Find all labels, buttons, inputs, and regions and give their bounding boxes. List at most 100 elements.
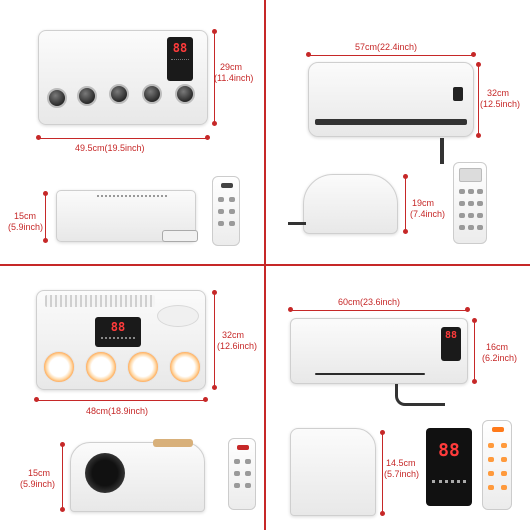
knob-4 [142,84,162,104]
ac-split-unit: 88 [290,318,468,384]
remote-button [245,471,251,476]
knob-5 [175,84,195,104]
remote-button [234,459,240,464]
remote-button [218,197,224,202]
ac-split-side [303,174,398,234]
dim-width: 60cm(23.6inch) [338,297,401,307]
dim-line-height [476,62,481,138]
ac-split-side [290,428,376,516]
remote-screen [459,168,482,182]
fan-opening [85,453,125,493]
dim-line-width [306,52,476,57]
dim-side-height-inch: (7.4inch) [410,209,446,219]
remote-button [459,225,465,230]
remote-button [501,443,507,448]
remote-control [212,176,240,246]
panel-buttons [101,337,135,342]
knob-1 [43,351,75,383]
remote-button [459,201,465,206]
remote-button [488,457,494,462]
remote-button [218,209,224,214]
remote-button [234,483,240,488]
display-digits: 88 [110,320,126,334]
dim-side-height-inch: (5.9inch) [20,479,56,489]
remote-button [501,457,507,462]
remote-button [245,483,251,488]
dim-width: 49.5cm(19.5inch) [75,143,145,153]
oval-badge [157,305,199,327]
panel-buttons [171,59,189,73]
dim-side-height-cm: 19cm [412,198,435,208]
side-cable [288,222,306,225]
remote-button [229,197,235,202]
dim-side-height-inch: (5.7inch) [384,469,420,479]
remote-button [477,201,483,206]
dim-height-cm: 32cm [487,88,510,98]
wired-controller: 88 [426,428,472,506]
display-strip [453,87,463,101]
remote-button [488,443,494,448]
ac-split-unit [308,62,474,137]
dim-line-height [472,318,477,384]
remote-control [453,162,487,244]
dim-height-cm: 16cm [486,342,509,352]
controller-buttons [432,480,466,490]
remote-button [237,445,249,450]
remote-button [477,225,483,230]
dim-width: 48cm(18.9inch) [86,406,149,416]
display-digits: 88 [172,41,188,55]
controller-digits: 88 [438,440,460,461]
remote-button [468,213,474,218]
dim-line-width [34,397,208,402]
knob-4 [169,351,201,383]
dim-line-width [288,307,470,312]
dim-height-inch: (6.2inch) [482,353,518,363]
dim-side-height-inch: (5.9inch) [8,222,44,232]
remote-button [221,183,233,188]
remote-button [488,471,494,476]
dim-line-width [36,135,210,140]
dim-line-height [212,29,217,126]
control-panel: 88 [441,327,461,361]
knob-3 [109,84,129,104]
remote-button [501,471,507,476]
remote-button [234,471,240,476]
connector-cable [162,230,198,242]
display-digits: 88 [444,330,458,341]
knob-1 [47,88,67,108]
remote-button [459,189,465,194]
horizontal-divider [0,264,530,266]
remote-button [218,221,224,226]
remote-button [477,213,483,218]
remote-button [492,427,504,432]
knob-3 [127,351,159,383]
dim-line-side-height [380,430,385,516]
top-vent [153,439,193,447]
ac-unit-front: 88 [36,290,206,390]
dim-side-height-cm: 14.5cm [386,458,416,468]
remote-button [229,209,235,214]
remote-control [482,420,512,510]
remote-button [468,201,474,206]
remote-button [477,189,483,194]
hanging-cable [440,138,444,164]
top-grille [45,295,155,307]
dim-height-cm: 32cm [222,330,245,340]
remote-button [488,485,494,490]
top-vents [97,195,167,199]
remote-button [229,221,235,226]
outlet-slot [315,119,467,125]
dim-height-inch: (11.4inch) [214,73,254,83]
dim-line-side-height [43,191,48,243]
dim-line-side-height [60,442,65,512]
ac-unit-front: 88 [38,30,208,125]
remote-button [468,225,474,230]
outlet-slot [315,373,425,375]
remote-button [245,459,251,464]
dim-height-cm: 29cm [220,62,243,72]
remote-button [468,189,474,194]
remote-button [501,485,507,490]
dim-height-inch: (12.6inch) [217,341,258,351]
remote-control [228,438,256,510]
ac-unit-side [70,439,205,512]
